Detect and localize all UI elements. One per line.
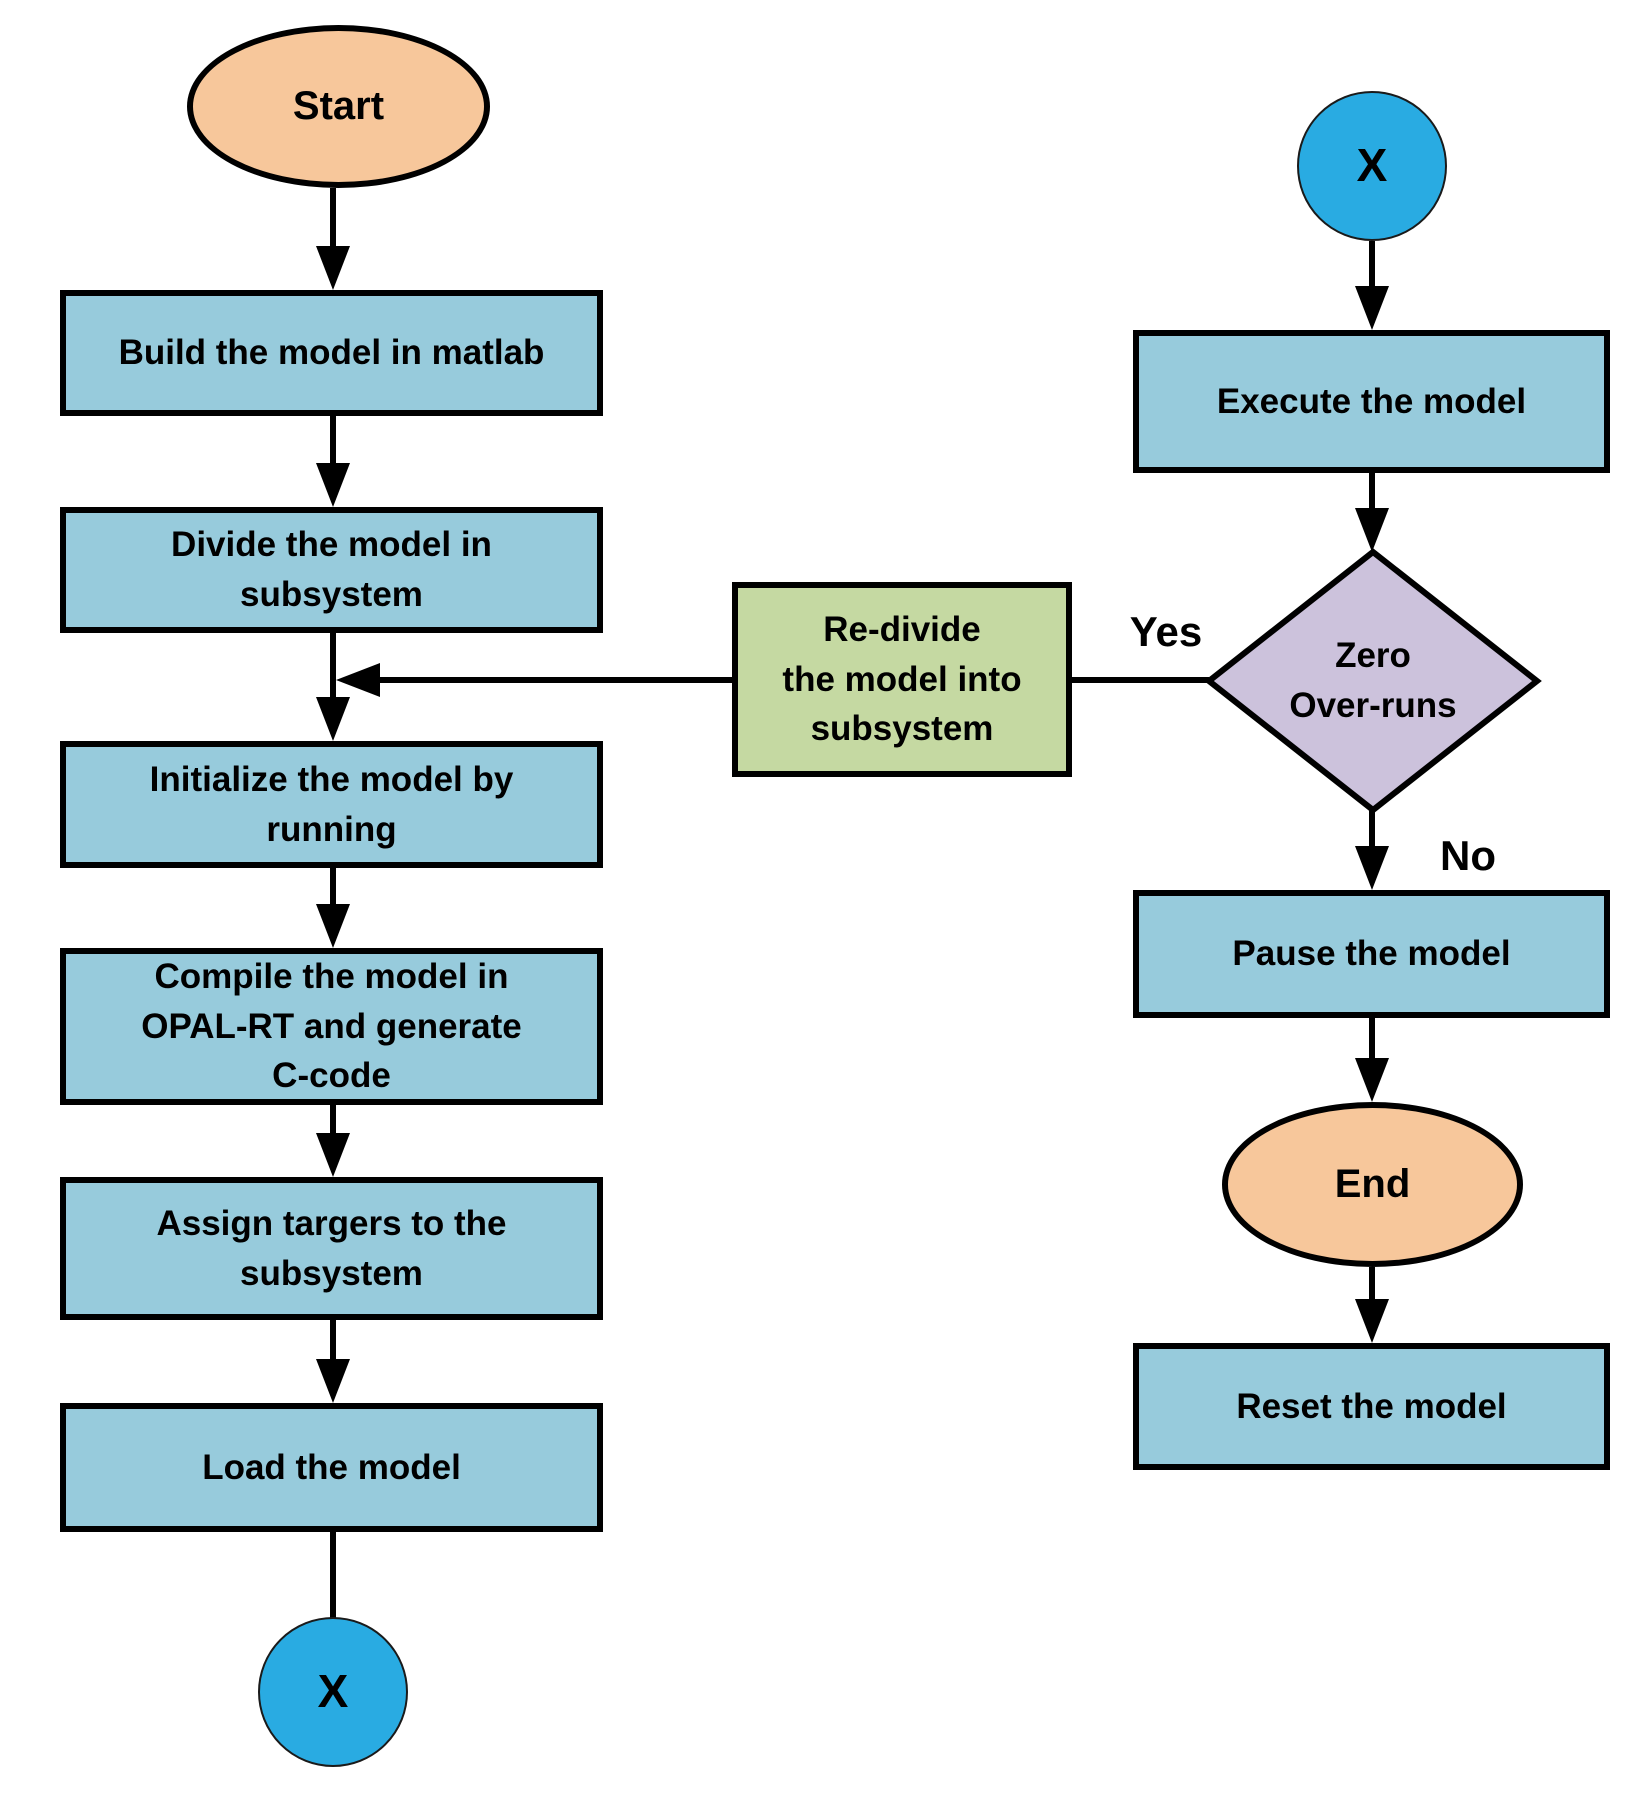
- arrow-assign-to-load: [316, 1320, 350, 1403]
- arrow-divide-to-initialize: [316, 633, 350, 741]
- divide-model-box: Divide the model in subsystem: [60, 507, 603, 633]
- load-model-box: Load the model: [60, 1403, 603, 1532]
- redivide-model-box: Re-divide the model into subsystem: [732, 582, 1072, 777]
- arrow-offpage-to-execute: [1355, 241, 1389, 330]
- execute-model-box: Execute the model: [1133, 330, 1610, 473]
- yes-edge-label: Yes: [1129, 608, 1203, 655]
- offpage-connector-right: X: [1297, 91, 1447, 241]
- arrow-execute-to-decision: [1355, 473, 1389, 552]
- arrow-build-to-divide: [316, 416, 350, 507]
- arrow-end-to-reset: [1355, 1267, 1389, 1343]
- reset-model-box: Reset the model: [1133, 1343, 1610, 1470]
- compile-model-box: Compile the model in OPAL-RT and generat…: [60, 948, 603, 1105]
- offpage-connector-left: X: [258, 1617, 408, 1767]
- arrow-initialize-to-compile: [316, 868, 350, 948]
- zero-overruns-diamond: [1204, 548, 1542, 814]
- arrow-compile-to-assign: [316, 1105, 350, 1177]
- build-model-box: Build the model in matlab: [60, 290, 603, 416]
- arrow-decision-to-pause: [1355, 809, 1389, 890]
- pause-model-box: Pause the model: [1133, 890, 1610, 1018]
- initialize-model-box: Initialize the model by running: [60, 741, 603, 868]
- arrow-start-to-build: [316, 188, 350, 290]
- arrow-pause-to-end: [1355, 1018, 1389, 1102]
- end-terminator: End: [1222, 1102, 1523, 1267]
- assign-targets-box: Assign targers to the subsystem: [60, 1177, 603, 1320]
- zero-overruns-label: Zero Over-runs: [1289, 636, 1457, 725]
- start-terminator: Start: [187, 25, 490, 188]
- no-edge-label: No: [1440, 832, 1496, 879]
